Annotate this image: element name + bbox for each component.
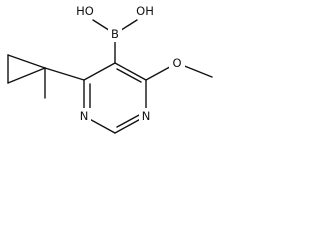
ring-nitrogen-right-label: N (142, 109, 151, 123)
ring-nitrogen-left-label: N (80, 109, 89, 123)
label-mask-oh (133, 3, 157, 19)
label-mask-ho (73, 3, 97, 19)
cyclopropyl-ring-bond (44, 67, 85, 81)
label-mask-n-right (139, 108, 153, 124)
ring-bond-n1-c2-double (116, 113, 142, 128)
cyclopropyl-bond-bottom (7, 67, 46, 84)
molecule-structure: HO OH B O N N (7, 3, 213, 134)
boron-label: B (111, 27, 119, 41)
structure-canvas: HO OH B O N N (0, 0, 222, 153)
label-mask-o (169, 55, 185, 71)
methoxy-oxygen-label: O (172, 56, 181, 70)
cyclopropyl-bond-top (7, 54, 46, 69)
ring-bond-c4-c5 (83, 62, 116, 81)
label-mask-b (108, 26, 122, 42)
ring-bond-c5-c6-double (116, 68, 142, 83)
hydroxyl-label-right: OH (136, 4, 154, 18)
hydroxyl-label-left: HO (76, 4, 94, 18)
label-mask-n-left (77, 108, 91, 124)
ring-bond-c5-c6 (114, 62, 147, 81)
